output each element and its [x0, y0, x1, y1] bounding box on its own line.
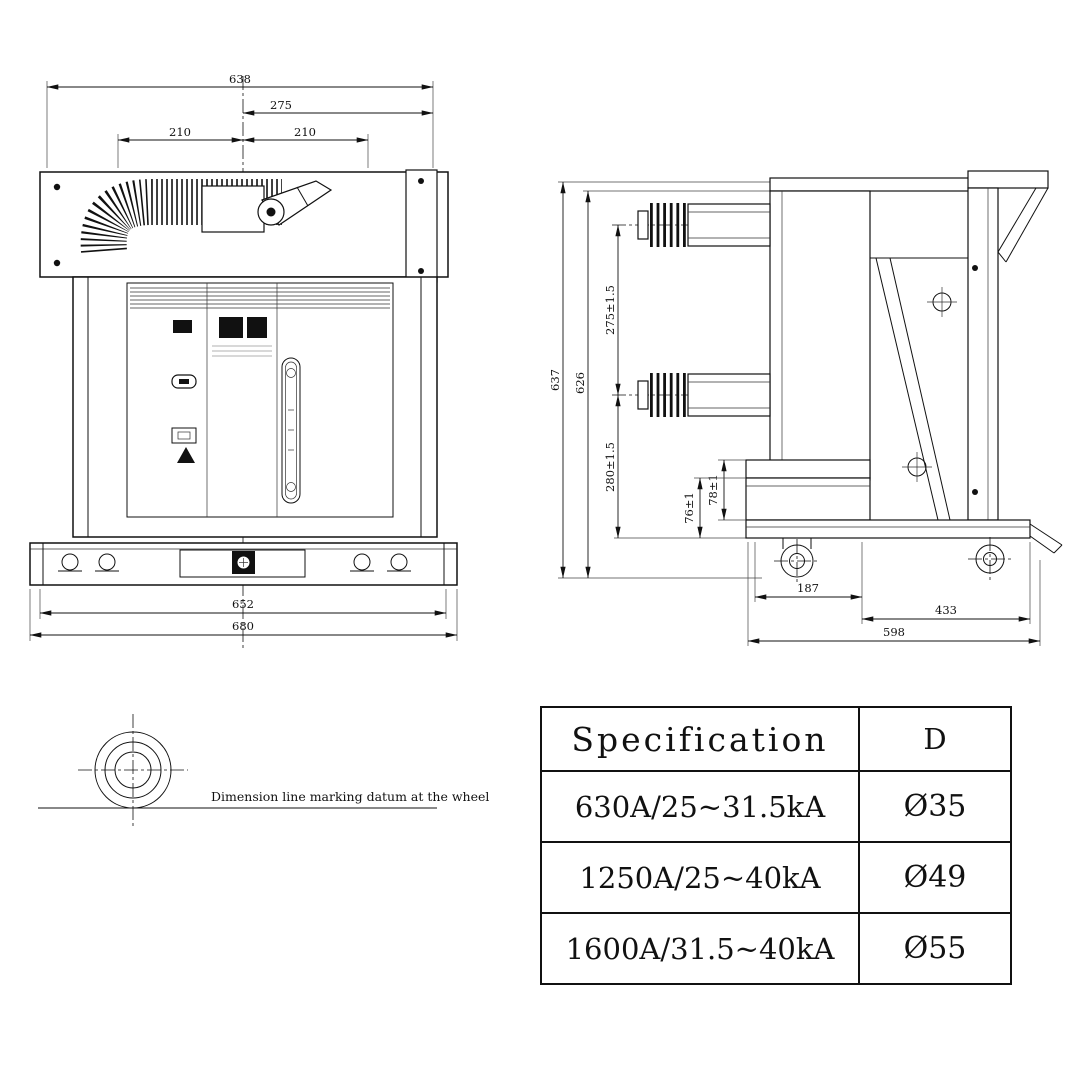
- front-charge-indicator: [177, 447, 195, 463]
- side-base-plate: [745, 519, 1031, 539]
- front-panel: [126, 282, 394, 518]
- side-wheel-rear: [968, 537, 1012, 581]
- dim-side-step-upper: 78±1: [706, 474, 720, 506]
- spec-rating: 1600A/31.5~40kA: [542, 914, 860, 983]
- side-mounting-hole-lower: [902, 452, 932, 482]
- front-sight-window: [281, 357, 301, 504]
- spec-table: Specification D 630A/25~31.5kA Ø35 1250A…: [540, 706, 1012, 985]
- spec-diameter: Ø49: [903, 860, 967, 895]
- side-bushing-upper: [637, 203, 771, 247]
- dim-side-height-total: 637: [548, 369, 562, 391]
- wheel-datum-note: Dimension line marking datum at the whee…: [211, 789, 489, 804]
- spec-table-header-specification: Specification: [542, 708, 860, 770]
- front-interlock-plate: [179, 549, 306, 578]
- dim-side-height-inner: 626: [573, 372, 587, 394]
- side-bushing-lower: [637, 373, 771, 417]
- dim-side-pole-spacing: 275±1.5: [603, 285, 617, 335]
- dim-side-wheel-base: 433: [935, 603, 957, 617]
- front-main-body: [72, 276, 438, 538]
- dim-front-total-top: 638: [229, 72, 251, 86]
- side-front-step: [745, 459, 871, 479]
- front-counter-window: [171, 427, 197, 444]
- spec-table-header-d: D: [923, 722, 947, 756]
- front-indicator-window: [173, 320, 192, 333]
- dim-front-half-right: 210: [294, 125, 316, 139]
- dim-side-lower-section: 280±1.5: [603, 442, 617, 492]
- side-tow-hook: [1029, 523, 1063, 554]
- front-mechanism-box: [201, 185, 265, 233]
- side-rear-panel: [967, 187, 999, 521]
- side-view: 637 626 275±1.5 280±1.5: [548, 170, 1063, 646]
- side-wheel-front: [774, 538, 820, 583]
- spec-table-row: 1250A/25~40kA Ø49: [542, 841, 1010, 912]
- dim-side-step-lower: 76±1: [682, 492, 696, 524]
- front-view: 638 275 210 210: [29, 72, 458, 650]
- wheel-datum-detail: Dimension line marking datum at the whee…: [38, 714, 489, 826]
- side-top-bracket: [967, 170, 1049, 189]
- front-nameplate-block-left: [219, 317, 243, 338]
- spec-table-row: 630A/25~31.5kA Ø35: [542, 770, 1010, 841]
- spec-table-header-row: Specification D: [542, 708, 1010, 770]
- front-lifting-handles: [58, 553, 411, 572]
- front-corrugated-bushing: [80, 179, 282, 253]
- spec-rating: 630A/25~31.5kA: [542, 772, 860, 841]
- dim-front-total-bottom: 680: [232, 619, 254, 633]
- dim-side-wheel-front: 187: [797, 581, 819, 595]
- front-right-bracket: [405, 169, 438, 283]
- dim-front-half-left: 210: [169, 125, 191, 139]
- spec-table-row: 1600A/31.5~40kA Ø55: [542, 912, 1010, 983]
- dim-side-depth-total: 598: [883, 625, 905, 639]
- dim-front-inner-bottom: 652: [232, 597, 254, 611]
- front-nameplate-block-right: [247, 317, 267, 338]
- dim-front-offset: 275: [270, 98, 292, 112]
- side-mounting-hole-upper: [927, 287, 957, 317]
- side-top-plate: [769, 177, 971, 192]
- spec-rating: 1250A/25~40kA: [542, 843, 860, 912]
- side-pole-housing: [769, 190, 871, 481]
- side-front-box: [745, 477, 871, 521]
- spec-diameter: Ø55: [903, 931, 967, 966]
- spec-diameter: Ø35: [903, 789, 967, 824]
